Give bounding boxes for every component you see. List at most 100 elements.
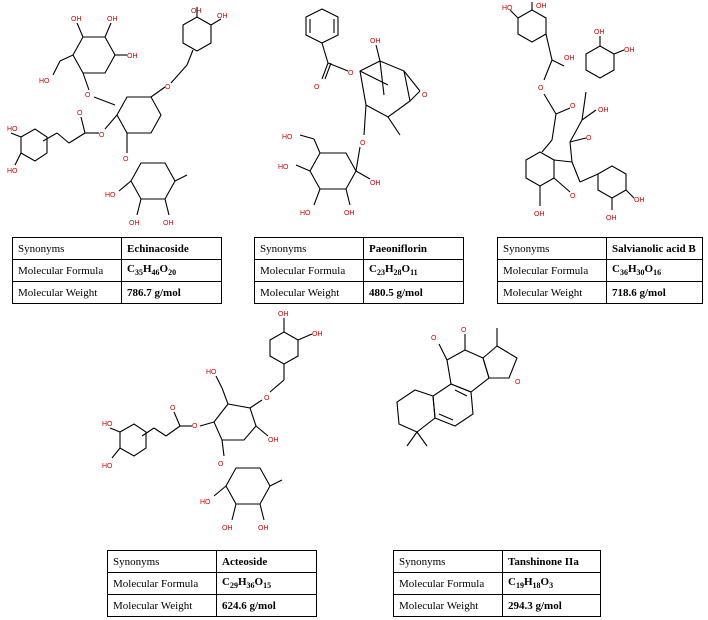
o-label: O <box>348 70 354 77</box>
synonyms-label: Synonyms <box>254 237 364 260</box>
formula-element: H <box>237 576 247 589</box>
oh-label: OH <box>598 107 609 114</box>
formula-count: 36 <box>619 268 628 278</box>
formula-count: 16 <box>653 268 662 278</box>
formula-label: Molecular Formula <box>107 572 217 595</box>
oh-label: HO <box>102 421 113 428</box>
formula-label: Molecular Formula <box>12 259 122 282</box>
weight-label: Molecular Weight <box>254 281 364 304</box>
formula-count: 29 <box>229 581 238 591</box>
formula-element: C <box>222 576 230 589</box>
compound-name: Tanshinone IIa <box>502 550 601 573</box>
acteoside-structure: OH OH O HO OH O O HO HO O HO OH OH <box>100 308 370 543</box>
o-label: O <box>538 85 544 92</box>
formula-label: Molecular Formula <box>254 259 364 282</box>
oh-label: OH <box>191 8 202 15</box>
table-row: Synonyms Paeoniflorin <box>254 237 464 260</box>
table-row: Molecular Weight 480.5 g/mol <box>254 281 464 304</box>
table-row: Molecular Formula C35H46O20 <box>12 259 222 282</box>
oh-label: OH <box>564 55 575 62</box>
table-row: Molecular Weight 624.6 g/mol <box>107 594 317 617</box>
synonyms-label: Synonyms <box>107 550 217 573</box>
oh-label: OH <box>129 220 140 227</box>
formula-count: 11 <box>410 268 418 278</box>
molecular-formula: C23H28O11 <box>363 259 464 282</box>
formula-element: C <box>508 576 516 589</box>
formula-element: C <box>612 263 620 276</box>
oh-label: OH <box>258 525 269 532</box>
oh-label: HO <box>200 499 211 506</box>
oh-label: HO <box>502 5 513 12</box>
synonyms-label: Synonyms <box>393 550 503 573</box>
formula-element: H <box>142 263 152 276</box>
molecular-formula: C35H46O20 <box>121 259 222 282</box>
formula-count: 30 <box>636 268 645 278</box>
oh-label: OH <box>278 311 289 318</box>
paeoniflorin-structure: O O OH O O HO HO HO OH OH <box>260 5 460 230</box>
oh-label: HO <box>7 168 18 175</box>
oh-label: OH <box>536 3 547 10</box>
oh-label: OH <box>534 211 545 218</box>
formula-count: 36 <box>246 581 255 591</box>
o-label: O <box>85 92 91 99</box>
weight-label: Molecular Weight <box>12 281 122 304</box>
paeoniflorin-svg: O O OH O O HO HO HO OH OH <box>278 8 428 217</box>
oh-label: HO <box>300 210 311 217</box>
salvianolic-acid-b-info-table: Synonyms Salvianolic acid B Molecular Fo… <box>497 237 703 304</box>
table-row: Synonyms Tanshinone IIa <box>393 550 601 573</box>
table-row: Synonyms Echinacoside <box>12 237 222 260</box>
echinacoside-svg: OH OH OH HO O O OH OH O O HO HO O HO OH … <box>7 7 228 227</box>
echinacoside-info-table: Synonyms Echinacoside Molecular Formula … <box>12 237 222 304</box>
molecular-weight: 294.3 g/mol <box>502 594 601 617</box>
acteoside-info-table: Synonyms Acteoside Molecular Formula C29… <box>107 550 317 617</box>
compound-name: Echinacoside <box>121 237 222 260</box>
oh-label: OH <box>268 437 279 444</box>
o-label: O <box>515 379 521 386</box>
table-row: Molecular Formula C19H18O3 <box>393 572 601 595</box>
oh-label: OH <box>222 525 233 532</box>
oh-label: OH <box>370 38 381 45</box>
o-label: O <box>570 193 576 200</box>
oh-label: OH <box>594 29 605 36</box>
oh-label: HO <box>206 369 217 376</box>
oh-label: HO <box>7 126 18 133</box>
molecular-formula: C36H30O16 <box>606 259 703 282</box>
synonyms-label: Synonyms <box>497 237 607 260</box>
formula-count: 19 <box>515 581 524 591</box>
oh-label: HO <box>282 134 293 141</box>
table-row: Molecular Weight 786.7 g/mol <box>12 281 222 304</box>
formula-element: O <box>254 576 264 589</box>
molecular-formula: C29H36O15 <box>216 572 317 595</box>
molecular-formula: C19H18O3 <box>502 572 601 595</box>
molecular-weight: 624.6 g/mol <box>216 594 317 617</box>
formula-element: H <box>523 576 533 589</box>
oh-label: OH <box>624 47 635 54</box>
acteoside-svg: OH OH O HO OH O O HO HO O HO OH OH <box>102 311 323 532</box>
table-row: Molecular Formula C23H28O11 <box>254 259 464 282</box>
tanshinone-iia-svg: O O O <box>396 327 521 447</box>
table-row: Synonyms Salvianolic acid B <box>497 237 703 260</box>
formula-count: 46 <box>151 268 160 278</box>
formula-count: 15 <box>263 581 272 591</box>
molecular-weight: 786.7 g/mol <box>121 281 222 304</box>
formula-count: 35 <box>134 268 143 278</box>
o-label: O <box>431 335 437 342</box>
o-label: O <box>422 92 428 99</box>
formula-label: Molecular Formula <box>393 572 503 595</box>
table-row: Molecular Weight 294.3 g/mol <box>393 594 601 617</box>
molecular-weight: 718.6 g/mol <box>606 281 703 304</box>
formula-element: O <box>401 263 411 276</box>
oh-label: OH <box>107 16 118 23</box>
o-label: O <box>77 110 83 117</box>
formula-element: O <box>644 263 654 276</box>
table-row: Molecular Formula C29H36O15 <box>107 572 317 595</box>
weight-label: Molecular Weight <box>393 594 503 617</box>
tanshinone-iia-structure: O O O <box>395 320 575 520</box>
compound-name: Paeoniflorin <box>363 237 464 260</box>
oh-label: OH <box>163 220 174 227</box>
o-label: O <box>218 461 224 468</box>
oh-label: HO <box>105 192 116 199</box>
o-label: O <box>123 156 129 163</box>
formula-element: C <box>369 263 377 276</box>
oh-label: OH <box>217 13 228 20</box>
